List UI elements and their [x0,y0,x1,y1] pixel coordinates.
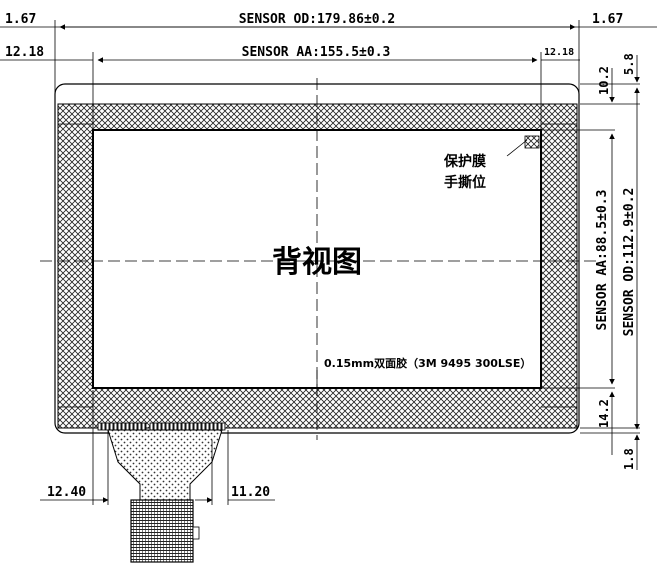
dim-right-bottom-small: 1.8 [622,448,636,470]
annotation-texts: 背视图 保护膜 手撕位 0.15mm双面胶（3M 9495 300LSE） [272,153,531,370]
peel-tab-label-line1: 保护膜 [443,153,486,170]
view-title: 背视图 [272,245,362,280]
dim-fpc-right-offset: 11.20 [231,485,270,500]
dim-top-right-margin: 1.67 [592,12,623,27]
fpc-stiffener [130,499,194,563]
dim-top-left-margin: 1.67 [5,12,36,27]
dimension-texts: 1.67 SENSOR OD:179.86±0.2 1.67 12.18 SEN… [5,12,637,500]
dim-sensor-od-height: SENSOR OD:112.9±0.2 [622,188,637,337]
dim-sensor-od-width: SENSOR OD:179.86±0.2 [239,12,396,27]
fpc-pin-row-left [97,422,147,431]
fpc-stiffener-tab [192,526,200,540]
fpc-connector [97,422,226,563]
dim-right-top-small: 5.8 [622,53,636,75]
dim-aa-left-offset: 12.18 [5,45,44,60]
dim-sensor-aa-height: SENSOR AA:88.5±0.3 [595,190,610,331]
tape-note: 0.15mm双面胶（3M 9495 300LSE） [324,356,531,370]
center-lines [40,78,600,440]
peel-tab-label-line2: 手撕位 [444,174,486,191]
dim-aa-right-offset: 12.18 [544,47,574,58]
dim-right-top-offset: 10.2 [597,66,611,95]
peel-tab [506,135,540,157]
fpc-tail [107,429,223,501]
dim-right-bottom-offset: 14.2 [597,399,611,428]
dim-fpc-left-offset: 12.40 [47,485,86,500]
dim-sensor-aa-width: SENSOR AA:155.5±0.3 [242,45,391,60]
dimension-lines [0,20,657,505]
fpc-pin-row-right [149,422,226,431]
